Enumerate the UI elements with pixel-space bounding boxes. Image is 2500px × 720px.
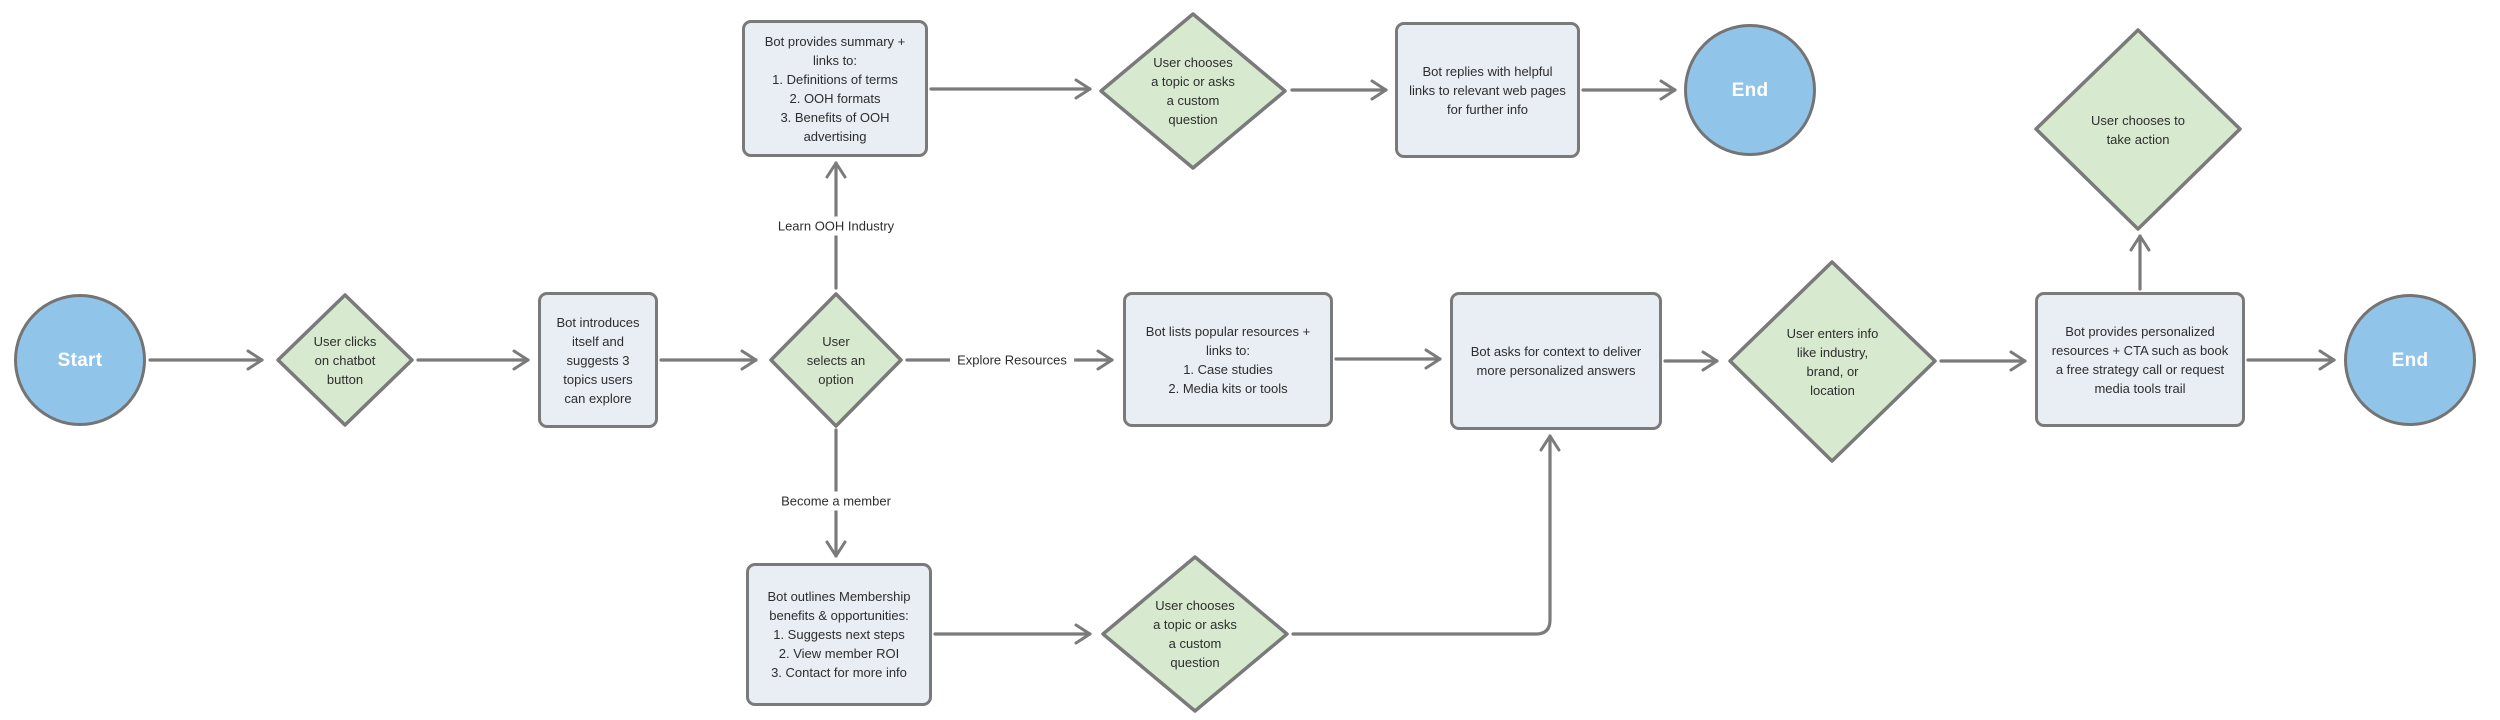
decision-user-selects-option[interactable]: User selects an option — [768, 291, 904, 429]
diamond-shape-icon — [1728, 260, 1937, 463]
process-bot-lists-resources[interactable]: Bot lists popular resources + links to: … — [1123, 292, 1333, 427]
node-label: Bot introduces itself and suggests 3 top… — [556, 314, 640, 406]
end-node-top[interactable]: End — [1684, 24, 1816, 156]
node-label: User chooses to take action — [2091, 112, 2185, 147]
process-bot-asks-context[interactable]: Bot asks for context to deliver more per… — [1450, 292, 1662, 430]
process-bot-replies-links[interactable]: Bot replies with helpful links to releva… — [1395, 22, 1580, 158]
end-node-main[interactable]: End — [2344, 294, 2476, 426]
node-label: Bot asks for context to deliver more per… — [1470, 344, 1642, 378]
node-label: Bot provides personalized resources + CT… — [2051, 323, 2229, 396]
node-label: End — [1731, 79, 1769, 101]
node-label: Bot replies with helpful links to releva… — [1409, 63, 1566, 117]
decision-user-clicks-chatbot[interactable]: User clicks on chatbot button — [275, 292, 415, 428]
process-bot-summary-links[interactable]: Bot provides summary + links to: 1. Defi… — [742, 20, 928, 157]
diamond-shape-icon — [2034, 28, 2242, 231]
edge-label-explore-resources[interactable]: Explore Resources — [950, 350, 1074, 370]
process-bot-outlines-membership[interactable]: Bot outlines Membership benefits & oppor… — [746, 563, 932, 706]
decision-user-chooses-topic-top[interactable]: User chooses a topic or asks a custom qu… — [1098, 11, 1288, 171]
decision-user-chooses-topic-bottom[interactable]: User chooses a topic or asks a custom qu… — [1100, 554, 1290, 714]
node-label: Start — [57, 349, 103, 371]
node-label: Bot lists popular resources + links to: … — [1145, 323, 1311, 396]
process-bot-provides-personalized[interactable]: Bot provides personalized resources + CT… — [2035, 292, 2245, 427]
node-label: Bot outlines Membership benefits & oppor… — [767, 589, 911, 680]
diamond-shape-icon — [769, 292, 903, 428]
decision-user-enters-info[interactable]: User enters info like industry, brand, o… — [1727, 259, 1938, 464]
decision-user-takes-action[interactable]: User chooses to take action — [2033, 27, 2243, 232]
process-bot-introduces[interactable]: Bot introduces itself and suggests 3 top… — [538, 292, 658, 428]
node-label: User chooses a topic or asks a custom qu… — [1153, 598, 1237, 670]
node-label: User chooses a topic or asks a custom qu… — [1151, 55, 1235, 127]
node-label: User selects an option — [806, 333, 866, 387]
node-label: End — [2391, 349, 2429, 371]
edge-label-become-a-member[interactable]: Become a member — [774, 491, 898, 511]
diamond-shape-icon — [276, 293, 414, 427]
edge-chooses-bottom-to-asks[interactable] — [1291, 434, 1561, 636]
edge-label-learn-ooh-industry[interactable]: Learn OOH Industry — [770, 216, 902, 236]
diamond-shape-icon — [1099, 12, 1287, 170]
node-label: User clicks on chatbot button — [313, 333, 377, 387]
start-node[interactable]: Start — [14, 294, 146, 426]
node-label: Bot provides summary + links to: 1. Defi… — [764, 33, 906, 144]
node-label: User enters info like industry, brand, o… — [1786, 325, 1879, 398]
diamond-shape-icon — [1101, 555, 1289, 713]
